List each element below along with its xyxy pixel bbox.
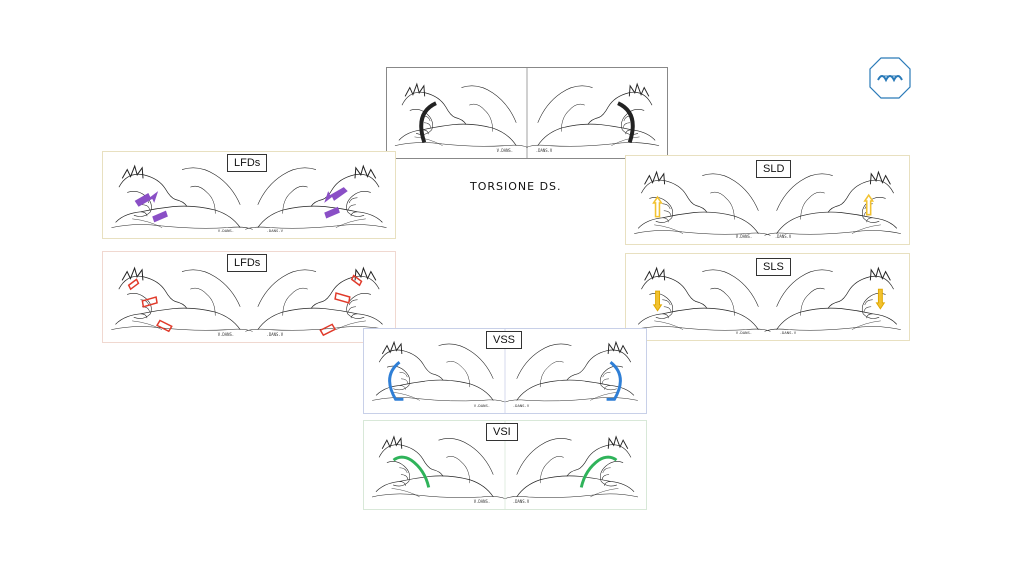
label-lfds-1: LFDs — [227, 154, 268, 172]
svg-text:.DANS.V: .DANS.V — [780, 330, 797, 335]
label-lfds-2: LFDs — [227, 254, 268, 272]
label-vss: VSS — [486, 331, 523, 349]
panel-vss: V.DANS. .DANS.V VSS — [363, 328, 647, 414]
logo-icon — [868, 56, 912, 100]
label-sls: SLS — [756, 258, 791, 276]
svg-text:V.DANS.: V.DANS. — [497, 148, 513, 153]
panel-vsi: V.DANS. .DANS.V VSI — [363, 420, 647, 510]
rotation-arrow-icon — [419, 101, 437, 143]
label-sld: SLD — [756, 160, 792, 178]
label-vsi: VSI — [486, 423, 518, 441]
svg-text:V.DANS.: V.DANS. — [218, 332, 234, 337]
panel-lfds-2: V.DANS. .DANS.V LFDs — [102, 251, 396, 343]
svg-text:V.DANS.: V.DANS. — [474, 403, 490, 408]
svg-text:V.DANS.: V.DANS. — [474, 499, 490, 504]
svg-text:.DANS.V: .DANS.V — [513, 403, 530, 408]
svg-text:V.DANS.: V.DANS. — [736, 330, 752, 335]
svg-text:V.DANS.: V.DANS. — [736, 234, 752, 239]
svg-text:.DANS.V: .DANS.V — [775, 234, 792, 239]
page-title: TORSIONE DS. — [470, 180, 562, 193]
panel-sld: V.DANS. .DANS.V SLD — [625, 155, 910, 245]
panel-sls: V.DANS. .DANS.V SLS — [625, 253, 910, 341]
panel-top: V.DANS. .DANS.V — [386, 67, 668, 159]
svg-text:.DANS.V: .DANS.V — [513, 499, 530, 504]
svg-text:V.DANS.: V.DANS. — [218, 228, 234, 233]
svg-text:.DANS.V: .DANS.V — [267, 228, 284, 233]
svg-text:.DANS.V: .DANS.V — [267, 332, 284, 337]
svg-text:.DANS.V: .DANS.V — [536, 148, 553, 153]
panel-lfds-1: V.DANS. .DANS.V LFDs — [102, 151, 396, 239]
